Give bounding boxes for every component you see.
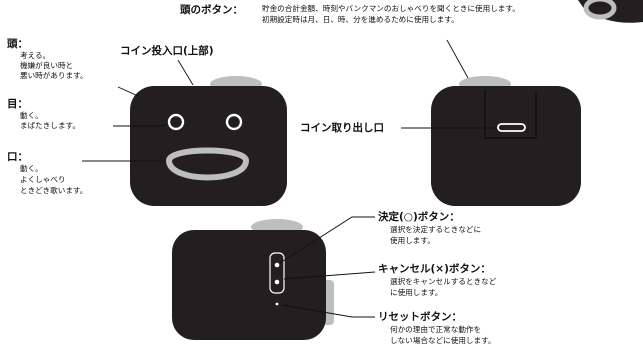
head-button-desc-line1: 貯金の合計金額、時刻やバンクマンのおしゃべりを聞くときに使用します。	[262, 4, 520, 13]
confirm-button-desc-1: 選択を決定するときなどに	[390, 225, 482, 234]
leader-coin-slot	[177, 59, 194, 86]
button-panel	[269, 252, 285, 294]
reset-button-dot	[275, 302, 279, 306]
head-desc-3: 悪い時があります。	[20, 71, 88, 80]
leader-head	[117, 86, 139, 97]
side-view	[172, 219, 334, 340]
coin-outlet-slot	[497, 123, 526, 132]
reset-button-desc-1: 何かの理由で正常な動作を	[390, 325, 482, 334]
leader-eyes	[113, 123, 169, 127]
front-body	[130, 86, 287, 206]
coin-outlet-door	[484, 90, 537, 139]
mouth-title: 口：	[7, 151, 28, 163]
head-button-desc-line2: 初期設定時は月、日、時、分を進めるために使用します。	[262, 15, 459, 24]
left-eye	[167, 113, 185, 131]
cancel-button-desc-1: 選択をキャンセルするときなど	[390, 277, 497, 286]
side-body	[172, 230, 326, 340]
front-view	[130, 76, 287, 206]
mouth-desc-3: ときどき歌います。	[20, 186, 88, 195]
confirm-button-desc-2: 使用します。	[390, 236, 435, 245]
coin-outlet-label: コイン取り出し口	[300, 122, 384, 134]
leader-reset	[281, 304, 375, 318]
mouth-desc-1: 動く。	[20, 164, 43, 173]
cancel-button-desc-2: に使用します。	[390, 288, 443, 297]
eyes-title: 目：	[7, 98, 28, 110]
head-title: 頭：	[7, 38, 28, 50]
confirm-button-dot	[274, 262, 280, 268]
corner-device	[578, 0, 643, 23]
cancel-button-dot	[274, 279, 280, 285]
reset-button-desc-2: しない場合などに使用します。	[390, 336, 496, 345]
coin-slot-label: コイン投入口(上部)	[120, 45, 214, 57]
right-eye	[225, 113, 243, 131]
eyes-desc-2: まばたきします。	[20, 121, 80, 130]
mouth-desc-2: よくしゃべり	[20, 175, 66, 184]
back-view	[431, 76, 581, 206]
leader-cancel	[283, 271, 376, 280]
mouth-shape	[166, 147, 249, 181]
leader-confirm	[279, 216, 375, 264]
cancel-button-title: キャンセル(×)ボタン：	[378, 263, 491, 275]
head-desc-1: 考える。	[20, 51, 51, 60]
eyes-desc-1: 動く。	[20, 111, 43, 120]
confirm-button-title: 決定(○)ボタン：	[378, 211, 460, 223]
leader-head-button	[446, 39, 469, 79]
back-body	[431, 86, 581, 206]
leader-lines	[82, 39, 496, 318]
head-button-title: 頭のボタン：	[180, 4, 243, 16]
head-desc-2: 機嫌が良い時と	[20, 61, 74, 70]
reset-button-title: リセットボタン：	[378, 311, 462, 323]
